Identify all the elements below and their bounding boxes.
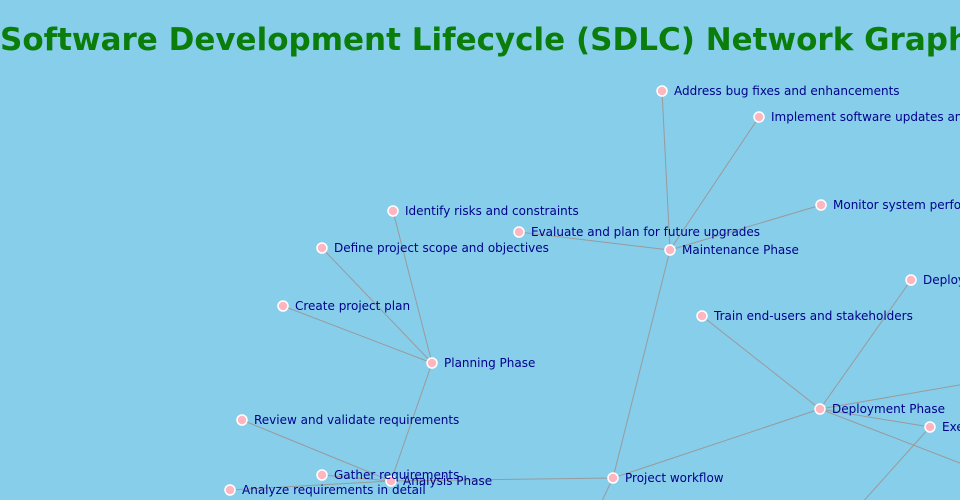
node-dot[interactable] <box>426 357 438 369</box>
edge-analysis-analyze <box>229 480 392 491</box>
node-label: Create project plan <box>295 299 410 313</box>
node-monitor[interactable]: Monitor system perform <box>815 198 960 212</box>
node-label: Deployment Phase <box>832 402 945 416</box>
node-train[interactable]: Train end-users and stakeholders <box>696 309 913 323</box>
edge-deployment-train <box>701 315 821 410</box>
node-future[interactable]: Evaluate and plan for future upgrades <box>513 225 760 239</box>
node-dot[interactable] <box>385 475 397 487</box>
page-title: Software Development Lifecycle (SDLC) Ne… <box>0 22 960 58</box>
edge-maintenance-monitor <box>669 204 822 251</box>
node-risks[interactable]: Identify risks and constraints <box>387 204 579 218</box>
node-dot[interactable] <box>316 242 328 254</box>
node-scope[interactable]: Define project scope and objectives <box>316 241 549 255</box>
node-label: Deploy <box>923 273 960 287</box>
node-label: Implement software updates and <box>771 110 960 124</box>
node-analysis[interactable]: Analysis Phase <box>385 474 492 488</box>
node-dot[interactable] <box>815 199 827 211</box>
edge-maintenance-updates <box>669 116 760 251</box>
node-updates[interactable]: Implement software updates and <box>753 110 960 124</box>
node-review[interactable]: Review and validate requirements <box>236 413 459 427</box>
node-planning[interactable]: Planning Phase <box>426 356 535 370</box>
node-dot[interactable] <box>316 469 328 481</box>
node-bugs[interactable]: Address bug fixes and enhancements <box>656 84 900 98</box>
node-label: Maintenance Phase <box>682 243 799 257</box>
node-label: Monitor system perform <box>833 198 960 212</box>
node-label: Planning Phase <box>444 356 535 370</box>
node-exe[interactable]: Exe <box>924 420 960 434</box>
edge-workflow-maintenance <box>612 249 671 479</box>
node-maintenance[interactable]: Maintenance Phase <box>664 243 799 257</box>
edge-planning-plan <box>282 305 433 364</box>
edge-offscreen-1 <box>819 384 960 410</box>
node-plan[interactable]: Create project plan <box>277 299 410 313</box>
node-label: Project workflow <box>625 471 724 485</box>
node-label: Analyze requirements in detail <box>242 483 426 497</box>
node-analyze[interactable]: Analyze requirements in detail <box>224 483 426 497</box>
node-dot[interactable] <box>696 310 708 322</box>
node-deploy[interactable]: Deploy <box>905 273 960 287</box>
node-dot[interactable] <box>753 111 765 123</box>
node-dot[interactable] <box>236 414 248 426</box>
node-dot[interactable] <box>924 421 936 433</box>
node-dot[interactable] <box>607 472 619 484</box>
node-dot[interactable] <box>905 274 917 286</box>
edge-maintenance-bugs <box>661 90 671 251</box>
node-workflow[interactable]: Project workflow <box>607 471 724 485</box>
edge-analysis-review <box>241 419 392 482</box>
node-dot[interactable] <box>656 85 668 97</box>
node-dot[interactable] <box>224 484 236 496</box>
node-label: Gather requirements <box>334 468 459 482</box>
node-dot[interactable] <box>387 205 399 217</box>
node-label: Evaluate and plan for future upgrades <box>531 225 760 239</box>
node-dot[interactable] <box>513 226 525 238</box>
node-deployment[interactable]: Deployment Phase <box>814 402 945 416</box>
node-dot[interactable] <box>664 244 676 256</box>
edge-workflow-analysis <box>390 477 614 482</box>
node-label: Analysis Phase <box>403 474 492 488</box>
edge-planning-scope <box>321 247 433 364</box>
node-label: Define project scope and objectives <box>334 241 549 255</box>
edge-deployment-deploy <box>819 279 912 410</box>
graph-edges <box>229 90 960 500</box>
node-gather[interactable]: Gather requirements <box>316 468 459 482</box>
edge-analysis-gather <box>321 474 392 482</box>
node-label: Review and validate requirements <box>254 413 459 427</box>
edge-offscreen-3 <box>863 426 931 500</box>
edge-offscreen-2 <box>819 408 960 464</box>
edge-deployment-exe <box>819 408 931 428</box>
edge-analysis-planning <box>390 362 433 482</box>
node-label: Exe <box>942 420 960 434</box>
node-label: Address bug fixes and enhancements <box>674 84 900 98</box>
edge-maintenance-future <box>518 231 671 251</box>
edge-workflow-deployment <box>612 408 821 479</box>
node-label: Identify risks and constraints <box>405 204 579 218</box>
edge-planning-risks <box>392 210 433 364</box>
node-dot[interactable] <box>814 403 826 415</box>
node-dot[interactable] <box>277 300 289 312</box>
node-label: Train end-users and stakeholders <box>713 309 913 323</box>
